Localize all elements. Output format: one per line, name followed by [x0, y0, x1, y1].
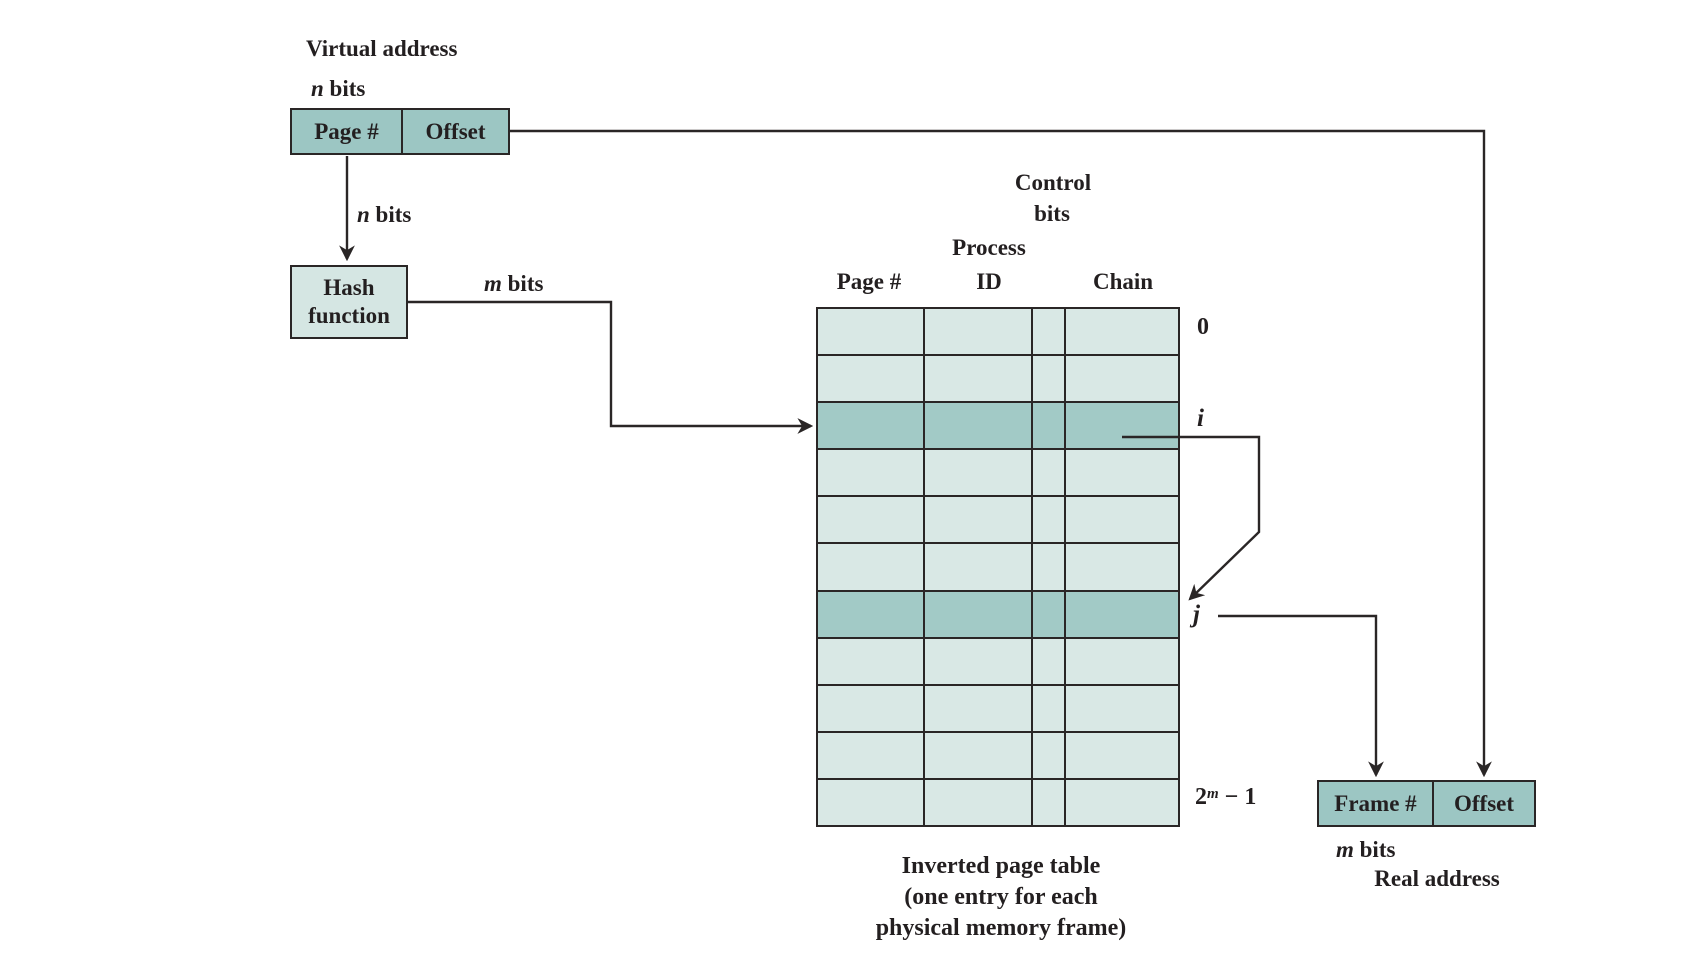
- n-bits-label-arrow: n bits: [357, 202, 411, 227]
- m-bits-label-hash: m bits: [484, 271, 543, 296]
- m-symbol: m: [484, 271, 502, 296]
- n-symbol: n: [311, 76, 324, 101]
- table-row: [818, 732, 1178, 780]
- caption-line1: Inverted page table: [901, 853, 1101, 879]
- hash-to-table-arrow: [408, 300, 814, 434]
- n-symbol: n: [357, 202, 370, 227]
- virtual-address-title: Virtual address: [306, 36, 458, 61]
- column-header-page: Page #: [836, 269, 902, 294]
- virtual-offset-field: Offset: [425, 118, 486, 144]
- hash-label-line2: function: [308, 303, 390, 328]
- real-address-title: Real address: [1374, 866, 1500, 891]
- table-cell: [818, 356, 925, 402]
- table-cell: [818, 309, 925, 355]
- table-cell: [925, 732, 1033, 778]
- table-cell: [818, 638, 925, 684]
- real-address-box: Frame # Offset: [1317, 780, 1536, 827]
- bits-word: bits: [323, 76, 366, 101]
- minus-one: − 1: [1218, 784, 1257, 810]
- column-header-process-line1: Process: [952, 235, 1026, 260]
- hash-function-box: Hash function: [290, 265, 408, 339]
- table-cell: [1033, 779, 1066, 826]
- hash-label-line1: Hash: [323, 275, 375, 300]
- table-cell: [818, 403, 925, 449]
- column-header-chain: Chain: [1092, 269, 1154, 294]
- row-label-j: j: [1193, 601, 1200, 628]
- table-cell: [818, 779, 925, 826]
- power-exponent: m: [1207, 786, 1219, 802]
- n-bits-label-top: n bits: [311, 76, 365, 101]
- real-offset-field: Offset: [1453, 790, 1515, 816]
- table-cell: [1033, 497, 1066, 543]
- chain-i-to-j-arrow: [1122, 435, 1261, 601]
- caption-line3: physical memory frame): [875, 915, 1127, 941]
- table-row: [818, 497, 1178, 545]
- table-cell: [818, 497, 925, 543]
- table-cell: [925, 356, 1033, 402]
- table-cell: [1033, 450, 1066, 496]
- table-cell: [818, 732, 925, 778]
- row-label-last: 2m − 1: [1195, 784, 1256, 811]
- table-row: [818, 356, 1178, 404]
- table-cell: [925, 497, 1033, 543]
- bits-word: bits: [501, 271, 544, 296]
- bits-word: bits: [1353, 837, 1396, 862]
- table-cell: [1033, 732, 1066, 778]
- table-cell: [925, 779, 1033, 826]
- table-cell: [818, 685, 925, 731]
- j-to-frame-arrow: [1218, 614, 1384, 778]
- table-cell: [1033, 685, 1066, 731]
- table-row: [818, 544, 1178, 592]
- m-symbol: m: [1336, 837, 1354, 862]
- caption-line2: (one entry for each: [904, 884, 1098, 910]
- frame-number-field: Frame #: [1319, 782, 1434, 825]
- table-row: [818, 638, 1178, 686]
- virtual-address-box: Page # Offset: [290, 108, 510, 155]
- table-cell: [818, 591, 925, 637]
- column-header-process-line2: ID: [976, 269, 1002, 294]
- table-cell: [925, 544, 1033, 590]
- table-cell: [818, 450, 925, 496]
- table-cell: [925, 450, 1033, 496]
- table-cell: [1033, 544, 1066, 590]
- column-header-control-line1: Control: [1014, 170, 1092, 195]
- table-cell: [1033, 403, 1066, 449]
- table-caption: Inverted page table (one entry for each …: [876, 851, 1127, 944]
- bits-word: bits: [369, 202, 412, 227]
- table-cell: [925, 591, 1033, 637]
- table-row: [818, 309, 1178, 357]
- table-cell: [818, 544, 925, 590]
- table-row: [818, 450, 1178, 498]
- table-row-highlighted: [818, 591, 1178, 639]
- table-cell: [925, 638, 1033, 684]
- column-header-control-line2: bits: [1034, 201, 1070, 226]
- table-row: [818, 779, 1178, 826]
- table-cell: [1033, 638, 1066, 684]
- table-cell: [925, 309, 1033, 355]
- m-bits-label-real: m bits: [1336, 837, 1395, 862]
- row-label-i: i: [1197, 405, 1204, 432]
- table-cell: [1033, 591, 1066, 637]
- table-cell: [925, 685, 1033, 731]
- offset-to-real-arrow: [510, 129, 1492, 778]
- row-label-0: 0: [1197, 314, 1209, 340]
- table-cell: [925, 403, 1033, 449]
- power-base: 2: [1195, 784, 1207, 810]
- table-cell: [1033, 309, 1066, 355]
- table-row-highlighted: [818, 403, 1178, 451]
- table-row: [818, 685, 1178, 733]
- table-cell: [1033, 356, 1066, 402]
- inverted-page-table: [816, 307, 1180, 827]
- page-number-field: Page #: [292, 110, 403, 153]
